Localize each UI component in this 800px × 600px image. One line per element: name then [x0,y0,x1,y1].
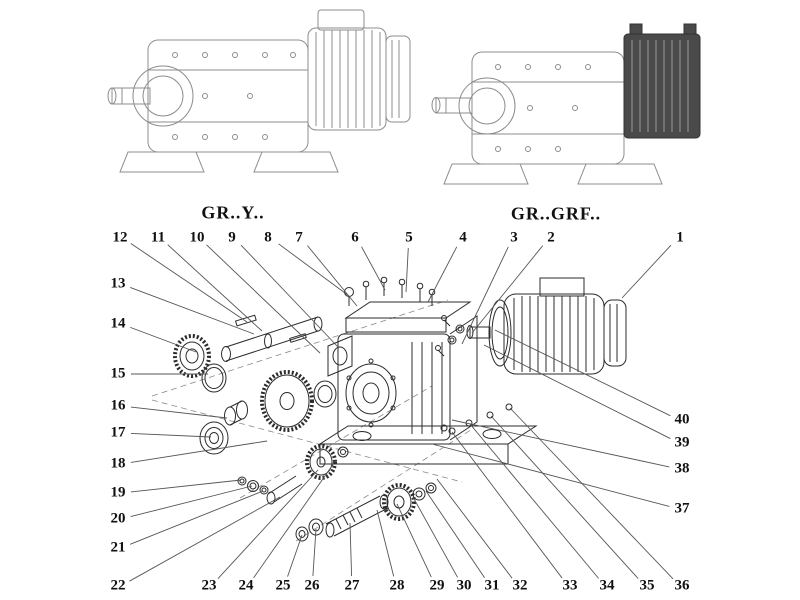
leader-lines [129,243,674,582]
leader-line-13 [130,287,255,335]
figure-label-gr-grf: GR..GRF.. [510,203,602,224]
part-callout-15: 15 [110,365,126,382]
leader-line-37 [431,443,670,507]
leader-line-14 [130,326,197,353]
part-callout-2: 2 [547,229,555,246]
leader-line-11 [167,244,263,332]
bearing [199,421,229,455]
part-callout-33: 33 [562,577,578,594]
part-callout-26: 26 [304,577,320,594]
leader-line-12 [130,243,248,323]
leader-line-23 [217,469,319,580]
part-callout-18: 18 [110,455,126,472]
part-callout-31: 31 [484,577,500,594]
motor-shaft [469,326,491,339]
shaft-key [234,314,257,327]
part-callout-28: 28 [389,577,405,594]
leader-line-34 [469,423,599,579]
gear-housing [318,301,538,465]
part-callout-14: 14 [110,315,126,332]
shaft-key-small [289,333,307,343]
part-callout-34: 34 [599,577,615,594]
part-callout-7: 7 [295,229,303,246]
part-callout-39: 39 [674,434,690,451]
cover-bolts [344,276,436,306]
leader-line-9 [240,244,340,349]
figure-label-gr-y: GR..Y.. [201,202,265,223]
leader-line-21 [129,490,264,545]
leader-line-1 [621,244,672,299]
left-rings [173,334,248,455]
figure-gr-grf-drawing [431,23,701,185]
part-callout-12: 12 [112,229,128,246]
part-callout-35: 35 [639,577,655,594]
leader-line-31 [425,490,485,579]
leader-line-28 [376,509,395,577]
leader-line-3 [461,246,509,345]
leader-line-4 [427,246,458,303]
leader-line-24 [253,462,335,579]
leader-line-8 [278,243,350,297]
leader-line-30 [412,496,458,578]
leader-line-20 [130,485,253,518]
part-callout-3: 3 [510,229,518,246]
part-callout-11: 11 [150,229,166,246]
bearing-cover-plate [327,335,353,377]
leader-line-27 [349,522,353,577]
leader-line-25 [287,534,303,577]
part-callout-19: 19 [110,484,126,501]
part-callout-30: 30 [456,577,472,594]
brake-cover-block [623,33,701,139]
large-gear [260,370,337,432]
part-callout-27: 27 [344,577,360,594]
part-callout-5: 5 [405,229,413,246]
part-callout-16: 16 [110,397,126,414]
leader-line-19 [130,479,242,493]
leader-line-38 [451,419,670,468]
part-callout-10: 10 [189,229,205,246]
leader-line-2 [471,245,544,334]
leader-line-16 [130,406,228,419]
part-callout-29: 29 [429,577,445,594]
part-callout-21: 21 [110,539,126,556]
leader-line-33 [451,431,563,579]
leader-line-32 [436,478,513,579]
leader-line-29 [396,503,432,578]
part-callout-36: 36 [674,577,690,594]
intermediate-pinion-set [237,444,349,505]
flange-hardware [435,315,465,357]
part-callout-17: 17 [110,424,126,441]
part-callout-13: 13 [110,275,126,292]
part-callout-9: 9 [228,229,236,246]
part-callout-22: 22 [110,577,126,594]
leader-line-22 [129,496,281,582]
leader-line-39 [483,344,671,439]
leader-line-5 [405,247,409,293]
part-callout-37: 37 [674,500,690,517]
leader-line-35 [490,415,639,579]
leader-line-10 [206,244,321,354]
part-callout-40: 40 [674,411,690,428]
part-callout-23: 23 [201,577,217,594]
part-callout-20: 20 [110,510,126,527]
part-callout-1: 1 [676,229,684,246]
leader-line-17 [130,432,212,438]
part-callout-6: 6 [351,229,359,246]
figure-gr-y-drawing [107,9,411,173]
leader-line-18 [130,440,268,463]
part-callout-4: 4 [459,229,467,246]
motor [466,277,627,375]
leader-line-26 [312,528,317,577]
part-callout-32: 32 [512,577,528,594]
part-callout-8: 8 [264,229,272,246]
leader-line-6 [361,246,386,291]
exploded-view [151,276,627,542]
part-callout-24: 24 [238,577,254,594]
part-callout-25: 25 [275,577,291,594]
part-callout-38: 38 [674,460,690,477]
leader-line-36 [509,407,674,580]
leader-line-40 [494,329,671,417]
